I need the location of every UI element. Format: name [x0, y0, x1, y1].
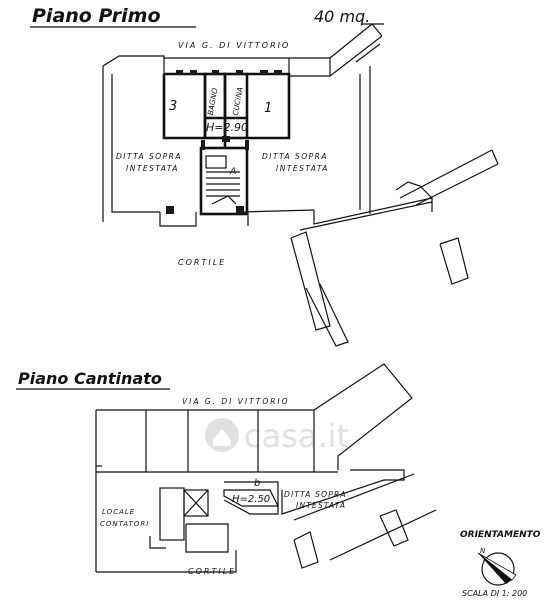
north-label: N	[480, 547, 486, 555]
area-note: 40 mq.	[314, 7, 370, 26]
title-piano-primo: Piano Primo	[32, 5, 161, 27]
ditta-right-line2: INTESTATA	[276, 164, 329, 173]
title-piano-primo-group: Piano Primo	[30, 5, 196, 28]
room-label-1: 1	[264, 101, 272, 116]
height-first: H=2.90	[206, 121, 248, 134]
stair-label-a: A	[229, 167, 236, 177]
ditta-bottom-line2: INTESTATA	[296, 501, 346, 510]
ditta-bottom-line1: DITTA SOPRA	[284, 490, 347, 499]
room-label-3: 3	[169, 99, 177, 114]
watermark: casa.it	[205, 417, 349, 455]
watermark-text: casa.it	[244, 417, 349, 455]
title-piano-cantinato-group: Piano Cantinato	[16, 369, 170, 390]
scale-label: SCALA DI 1: 200	[462, 589, 527, 598]
cortile-top: CORTILE	[178, 258, 226, 267]
height-basement: H=2.50	[232, 494, 270, 505]
ditta-right-line1: DITTA SOPRA	[262, 152, 328, 161]
compass-icon	[477, 552, 517, 586]
room-label-cucina: CUCINA	[231, 86, 245, 116]
street-label-top: VIA G. DI VITTORIO	[178, 41, 290, 50]
site-outline-top	[102, 23, 499, 347]
orientation-label: ORIENTAMENTO	[460, 530, 541, 540]
ditta-left-line2: INTESTATA	[126, 164, 179, 173]
cortile-bottom: CORTILE	[188, 567, 236, 576]
locale-line1: LOCALE	[102, 508, 135, 516]
room-label-bagno: BAGNO	[206, 87, 220, 116]
basement-outline	[95, 363, 437, 573]
title-piano-cantinato: Piano Cantinato	[18, 369, 162, 388]
apartment-block	[162, 70, 291, 216]
locale-line2: CONTATORI	[100, 520, 149, 528]
street-label-bottom: VIA G. DI VITTORIO	[182, 397, 290, 406]
basement-mark-b: b	[254, 478, 260, 489]
ditta-left-line1: DITTA SOPRA	[116, 152, 182, 161]
